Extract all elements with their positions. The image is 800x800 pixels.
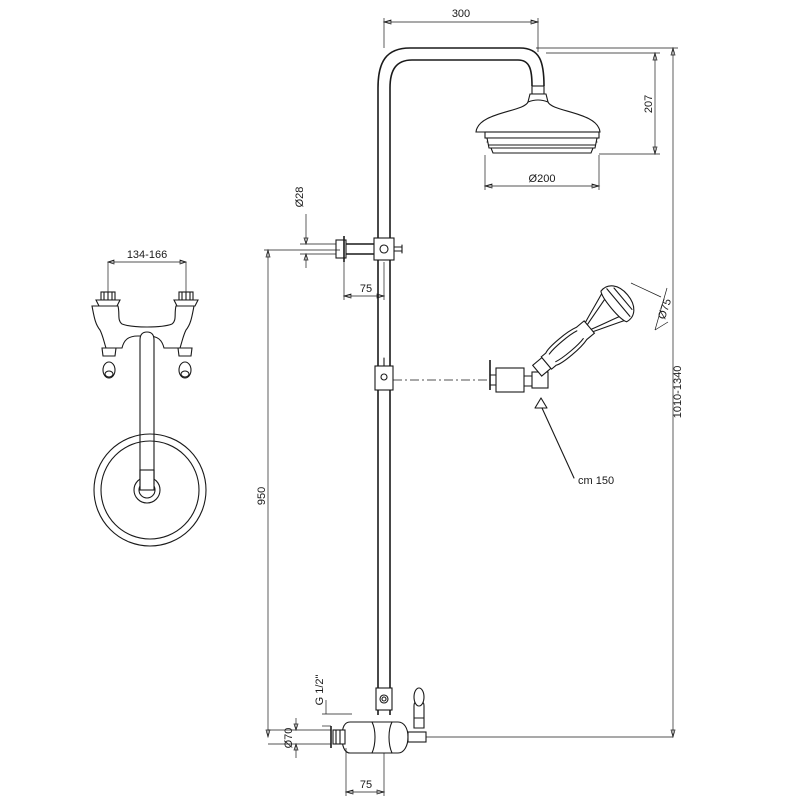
inlet-diameter-label: Ø70 [283,728,295,749]
sliding-holder [374,357,549,393]
total-height-label: 1010-1340 [672,366,684,419]
column-height-label: 950 [256,487,268,505]
head-height-label: 207 [643,95,655,113]
thermostatic-mixer: G 1/2" Ø70 75 [268,675,673,796]
hand-shower: Ø75 [531,282,674,377]
hand-shower-diameter-label: Ø75 [656,297,674,320]
upper-offset-label: 75 [360,283,372,295]
pipe-diameter-label: Ø28 [294,187,306,208]
upper-wall-bracket: Ø28 75 [294,187,403,300]
connection-thread-label: G 1/2" [314,675,326,706]
arm-length-label: 300 [452,8,470,20]
hose-length-label: cm 150 [578,475,614,487]
inlet-spacing-label: 134-166 [127,249,167,261]
front-view-mixer: 134-166 [91,249,207,547]
column-height-dimension: 950 [256,248,340,739]
lower-offset-label: 75 [360,779,372,791]
hose-callout: cm 150 [534,397,614,487]
head-diameter-label: Ø200 [529,173,556,185]
shower-head: 207 Ø200 [475,51,660,190]
shower-column: 300 [377,8,545,715]
total-height-dimension: 1010-1340 [536,46,684,739]
